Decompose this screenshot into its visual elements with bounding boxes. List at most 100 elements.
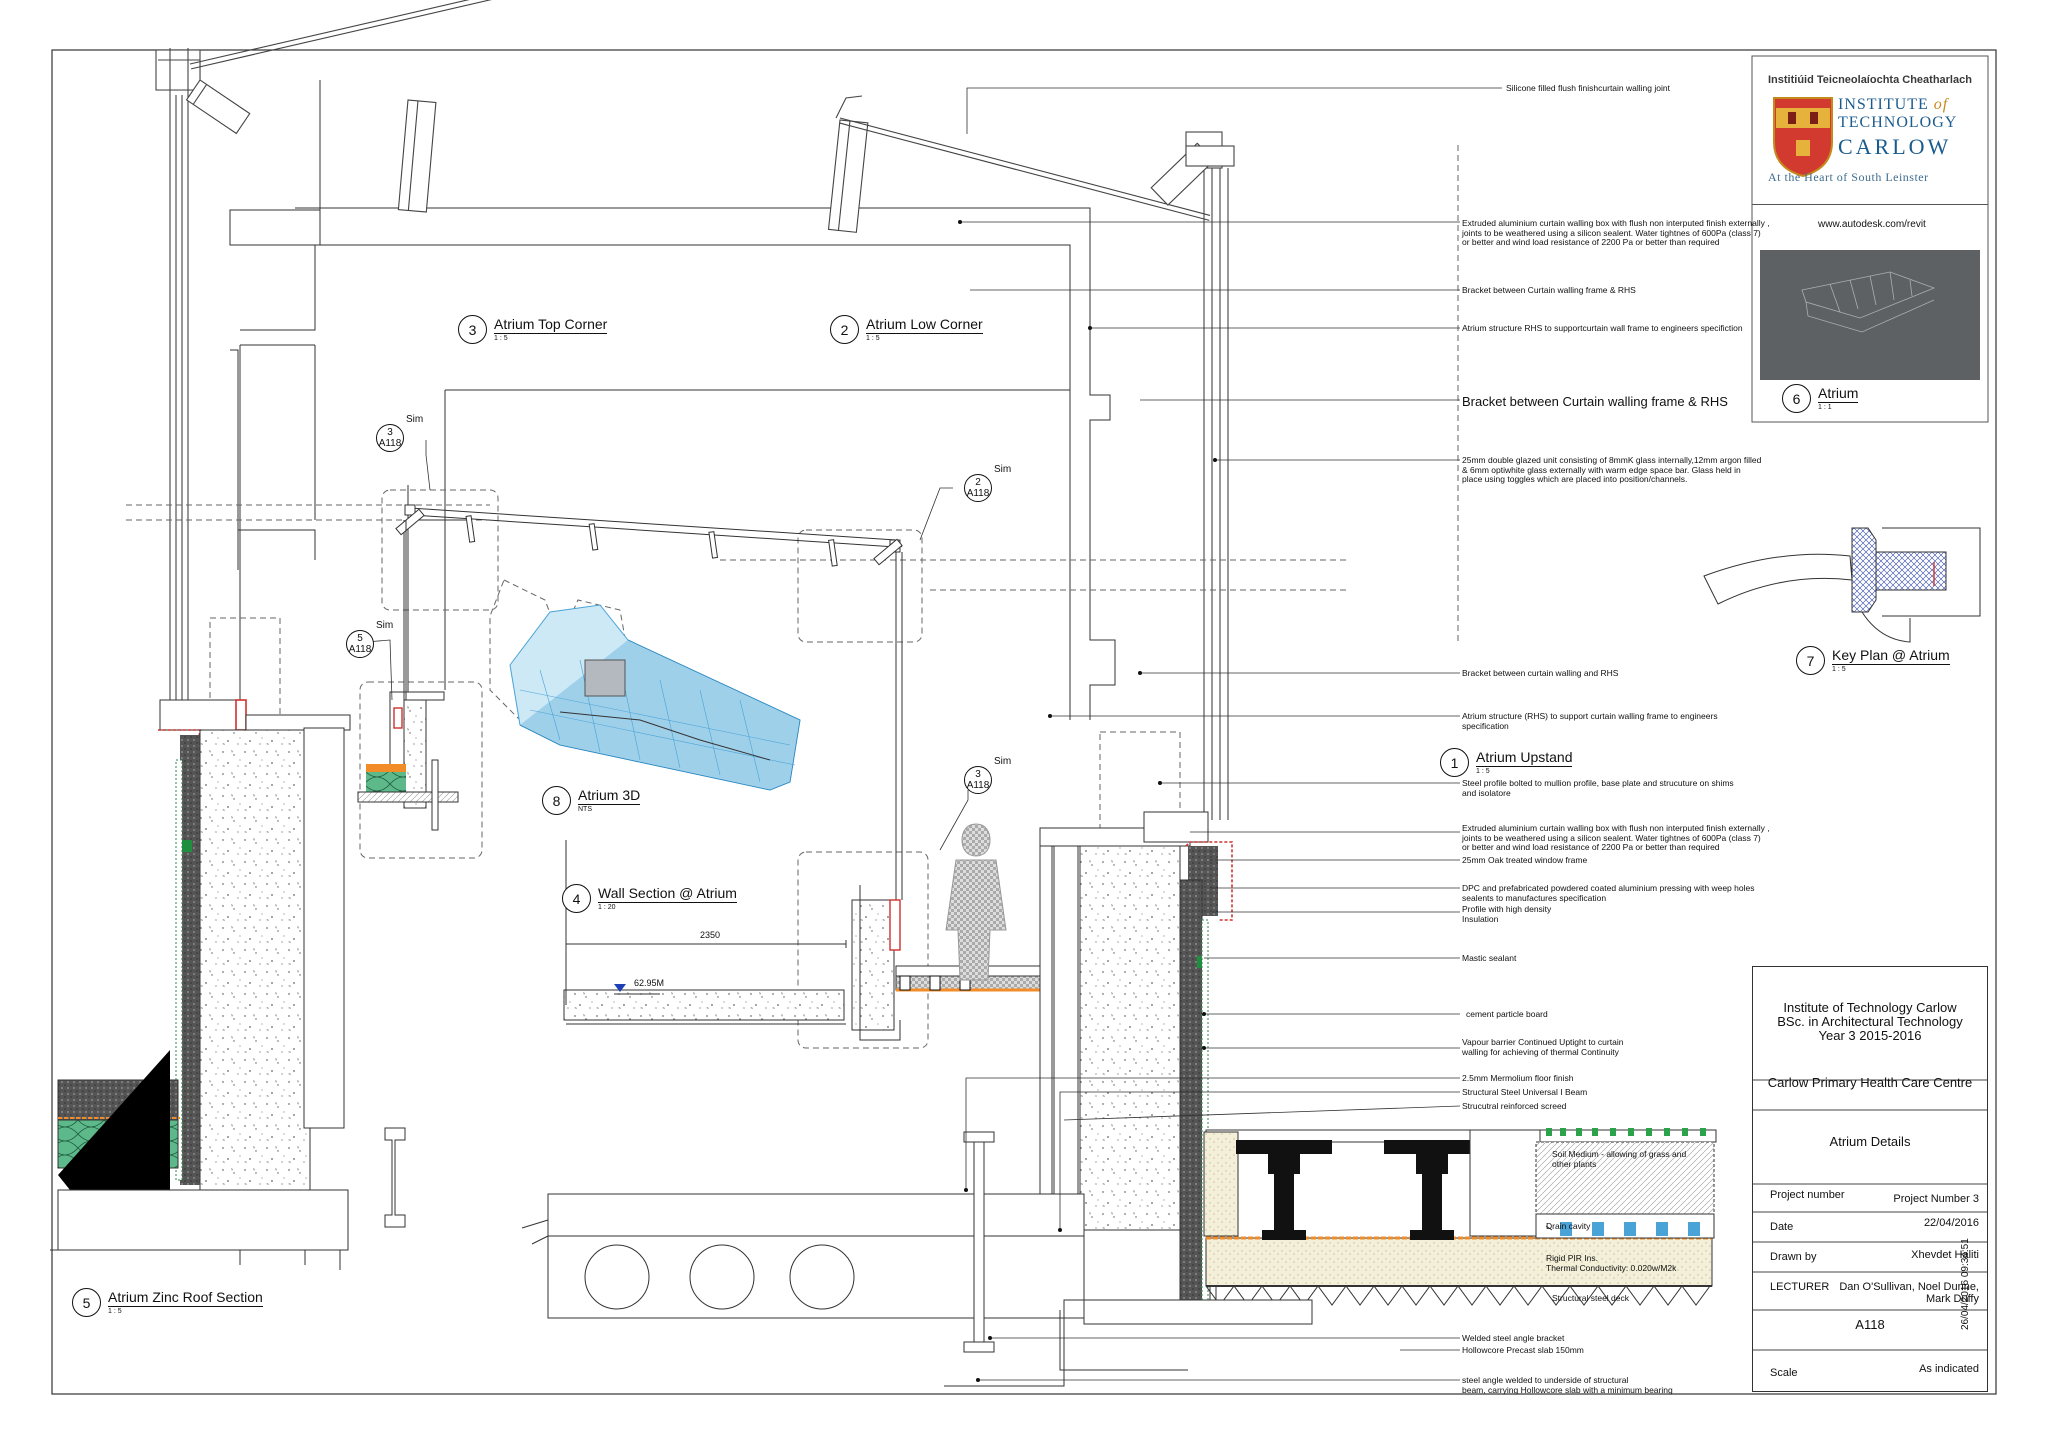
level-label: 62.95M: [634, 978, 665, 988]
tb-drawn-by-label: Drawn by: [1770, 1251, 1817, 1263]
logo-name-line3: CARLOW: [1838, 134, 1952, 159]
callout-note: Sim: [376, 620, 394, 631]
atrium-3d-render: [509, 604, 801, 791]
view-scale: 1 : 5: [866, 335, 880, 342]
tb-year: Year 3 2015-2016: [1818, 1028, 1922, 1043]
note-angle-bracket: Welded steel angle bracket: [1462, 1333, 1565, 1343]
title-block-lines: [1752, 1079, 1988, 1351]
note-deck: Structural steel deck: [1552, 1293, 1630, 1303]
view-name: Wall Section @ Atrium: [598, 885, 737, 903]
callout-sheet: A118: [966, 780, 990, 791]
view-scale: NTS: [578, 806, 592, 813]
logo-name-line1: INSTITUTE of: [1838, 96, 1948, 114]
view-name: Atrium Upstand: [1476, 749, 1573, 767]
title-block: Institute of Technology Carlow BSc. in A…: [1752, 966, 1988, 1392]
tb-sheet-title: Atrium Details: [1829, 1134, 1911, 1149]
tb-scale-label: Scale: [1770, 1367, 1798, 1379]
tb-date-label: Date: [1770, 1221, 1794, 1233]
atrium-render-view: [1760, 250, 1980, 380]
leader-lines: [960, 87, 1553, 1381]
note-dpc: DPC and prefabricated powdered coated al…: [1462, 883, 1755, 903]
note-soil: Soil Medium - allowing of grass and othe…: [1552, 1149, 1687, 1169]
view-number: 1: [1440, 748, 1469, 777]
print-timestamp: 26/04/2016 09:34:51: [1960, 1238, 1971, 1330]
note-cement-board: cement particle board: [1466, 1009, 1548, 1019]
dimension-label: 2350: [700, 930, 721, 940]
key-plan: [1703, 527, 1981, 643]
note-vapour-barrier: Vapour barrier Continued Uptight to curt…: [1462, 1037, 1624, 1057]
tb-course: BSc. in Architectural Technology: [1777, 1014, 1963, 1029]
view-name: Atrium 3D: [578, 787, 641, 805]
view-scale: 1 : 20: [598, 904, 616, 911]
note-curtain-wall-box-2: Extruded aluminium curtain walling box w…: [1462, 823, 1770, 852]
dashed-lines: [126, 145, 1459, 1049]
note-joint: Silicone filled flush finishcurtain wall…: [1506, 83, 1670, 93]
note-pir: Rigid PIR Ins. Thermal Conductivity: 0.0…: [1546, 1253, 1677, 1273]
tb-project: Carlow Primary Health Care Centre: [1767, 1075, 1973, 1090]
tb-sheet-number: A118: [1855, 1317, 1885, 1332]
tb-lecturer: Dan O'Sullivan, Noel Dunne, Mark Duffy: [1839, 1281, 1979, 1305]
logo-irish-name: Institiúid Teicneolaíochta Cheatharlach: [1768, 74, 1972, 86]
view-number: 6: [1782, 384, 1811, 413]
callout-sheet: A118: [378, 438, 402, 449]
callout-number: 2: [975, 477, 981, 488]
note-steel-angle: steel angle welded to underside of struc…: [1462, 1375, 1673, 1395]
callout-note: Sim: [994, 756, 1012, 767]
note-drain: Drain cavity: [1546, 1221, 1591, 1231]
note-bracket-1: Bracket between Curtain walling frame & …: [1462, 285, 1636, 295]
note-curtain-wall-box: Extruded aluminium curtain walling box w…: [1462, 218, 1770, 247]
tb-institution: Institute of Technology Carlow: [1783, 1000, 1957, 1015]
note-mastic: Mastic sealant: [1462, 953, 1517, 963]
tb-drawn-by: Xhevdet Haliti: [1911, 1249, 1979, 1261]
detail-atrium-low-corner: [295, 207, 1116, 720]
callout-number: 5: [357, 633, 363, 644]
note-insulation-profile: Profile with high density Insulation: [1462, 904, 1552, 924]
tb-lecturer-label: LECTURER: [1770, 1281, 1830, 1293]
note-screed: Strucutral reinforced screed: [1462, 1101, 1567, 1111]
college-crest-icon: [1773, 97, 1833, 178]
view-name: Atrium Low Corner: [866, 316, 983, 334]
view-name: Atrium Top Corner: [494, 316, 608, 334]
logo-tagline: At the Heart of South Leinster: [1768, 170, 1929, 184]
detail-zinc-roof: [50, 699, 406, 1270]
note-hollowcore: Hollowcore Precast slab 150mm: [1462, 1345, 1584, 1355]
view-scale: 1 : 1: [1818, 404, 1832, 411]
note-oak-frame: 25mm Oak treated window frame: [1462, 855, 1588, 865]
tb-scale: As indicated: [1919, 1363, 1979, 1375]
callout-note: Sim: [406, 414, 424, 425]
view-number: 5: [72, 1288, 101, 1317]
logo-name-line2: TECHNOLOGY: [1838, 114, 1958, 131]
note-rhs-structure: Atrium structure RHS to supportcurtain w…: [1462, 323, 1743, 333]
note-i-beam: Structural Steel Universal I Beam: [1462, 1087, 1588, 1097]
view-name: Atrium: [1818, 385, 1859, 403]
view-scale: 1 : 5: [1476, 768, 1490, 775]
view-name: Key Plan @ Atrium: [1832, 647, 1950, 665]
human-figure: [945, 823, 1007, 981]
view-scale: 1 : 5: [494, 335, 508, 342]
detail-small-corner: [357, 485, 466, 831]
note-rhs-support: Atrium structure (RHS) to support curtai…: [1462, 711, 1718, 731]
logo-word-institute: INSTITUTE: [1838, 96, 1929, 113]
view-number: 7: [1796, 646, 1825, 675]
tb-date: 22/04/2016: [1923, 1217, 1979, 1229]
callout-sheet: A118: [966, 488, 990, 499]
view-scale: 1 : 5: [1832, 666, 1846, 673]
view-name: Atrium Zinc Roof Section: [108, 1289, 263, 1307]
sheet-border: [51, 49, 1997, 1395]
tb-project-number: Project Number 3: [1893, 1193, 1979, 1205]
callout-number: 3: [387, 427, 393, 438]
callout-note: Sim: [994, 464, 1012, 475]
leader-dots: [958, 220, 1217, 1382]
revit-url[interactable]: www.autodesk.com/revit: [1818, 219, 1926, 230]
